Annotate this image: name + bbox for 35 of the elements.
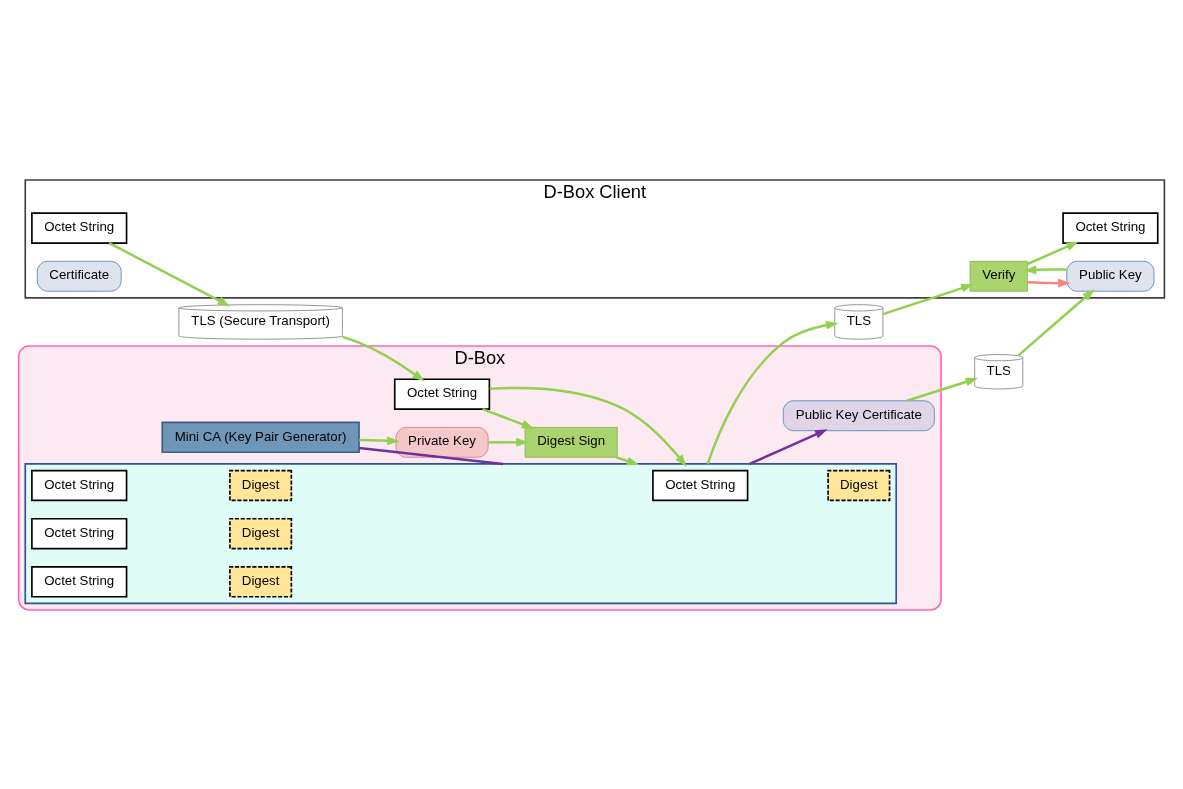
- arrow: [749, 428, 828, 465]
- arrow: [1027, 278, 1071, 287]
- arrow: [488, 437, 529, 447]
- node-box: Private Key: [395, 426, 489, 458]
- node-box: Octet String: [31, 469, 128, 501]
- arrow: [906, 377, 979, 402]
- node-box: Digest: [229, 565, 293, 598]
- node-box: Digest: [827, 469, 891, 501]
- arrow: [359, 435, 400, 445]
- node-box: Octet String: [652, 469, 749, 501]
- node-box: Digest: [229, 517, 293, 549]
- arrow: [615, 455, 640, 465]
- arrow: [706, 320, 839, 464]
- node-box: Octet String: [393, 377, 491, 410]
- arrow: [1017, 288, 1095, 356]
- node-box: Digest Sign: [524, 426, 618, 458]
- arrow: [489, 386, 687, 467]
- node-box: Octet String: [1062, 211, 1159, 244]
- arrow: [1023, 264, 1067, 274]
- arrow: [482, 407, 535, 429]
- arrow: [882, 283, 974, 315]
- node-box: Mini CA (Key Pair Generator): [161, 421, 360, 453]
- node-box: Verify: [969, 260, 1028, 292]
- node-box: Octet String: [31, 211, 128, 244]
- node-box: Octet String: [31, 565, 128, 598]
- node-box: Public Key: [1066, 260, 1155, 292]
- node-box: Digest: [229, 469, 293, 501]
- arrow: [108, 241, 231, 306]
- connector: [359, 446, 504, 465]
- node-box: Certificate: [36, 260, 122, 292]
- cluster: [24, 462, 898, 604]
- node-box: Octet String: [31, 517, 128, 549]
- arrow: [1027, 241, 1079, 265]
- node-box: Public Key Certificate: [782, 399, 935, 431]
- arrow: [342, 335, 425, 381]
